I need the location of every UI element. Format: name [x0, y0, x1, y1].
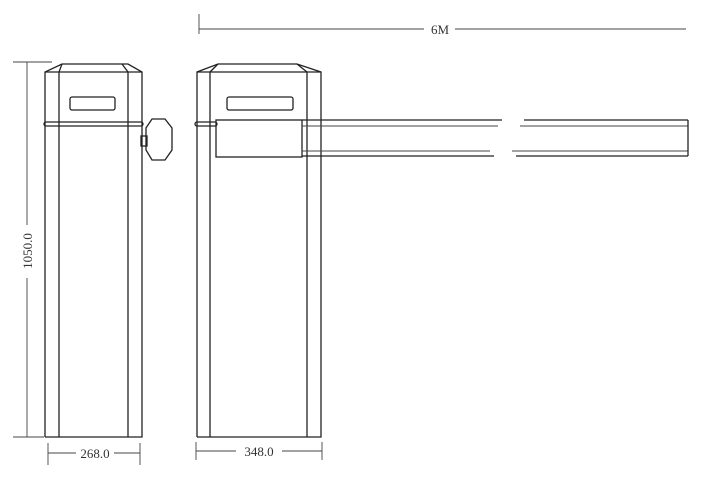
side-window	[69, 96, 116, 111]
front-window	[226, 96, 294, 111]
height-dimension: 1050.0	[13, 61, 52, 438]
front-width-label: 348.0	[244, 444, 273, 459]
height-label: 1050.0	[20, 233, 35, 269]
side-width-dimension: 268.0	[47, 443, 141, 465]
boom-length-dimension: 6M	[198, 14, 686, 37]
side-view-cabinet	[43, 63, 173, 438]
knob	[145, 118, 173, 161]
front-band	[194, 121, 218, 127]
boom-length-label: 6M	[431, 22, 450, 37]
side-width-label: 268.0	[80, 446, 109, 461]
knob-stub	[140, 135, 148, 147]
side-band	[43, 121, 144, 127]
front-width-dimension: 348.0	[195, 442, 323, 460]
boom-housing	[215, 119, 303, 158]
front-view-cabinet	[194, 63, 322, 438]
boom-arm	[302, 119, 689, 157]
